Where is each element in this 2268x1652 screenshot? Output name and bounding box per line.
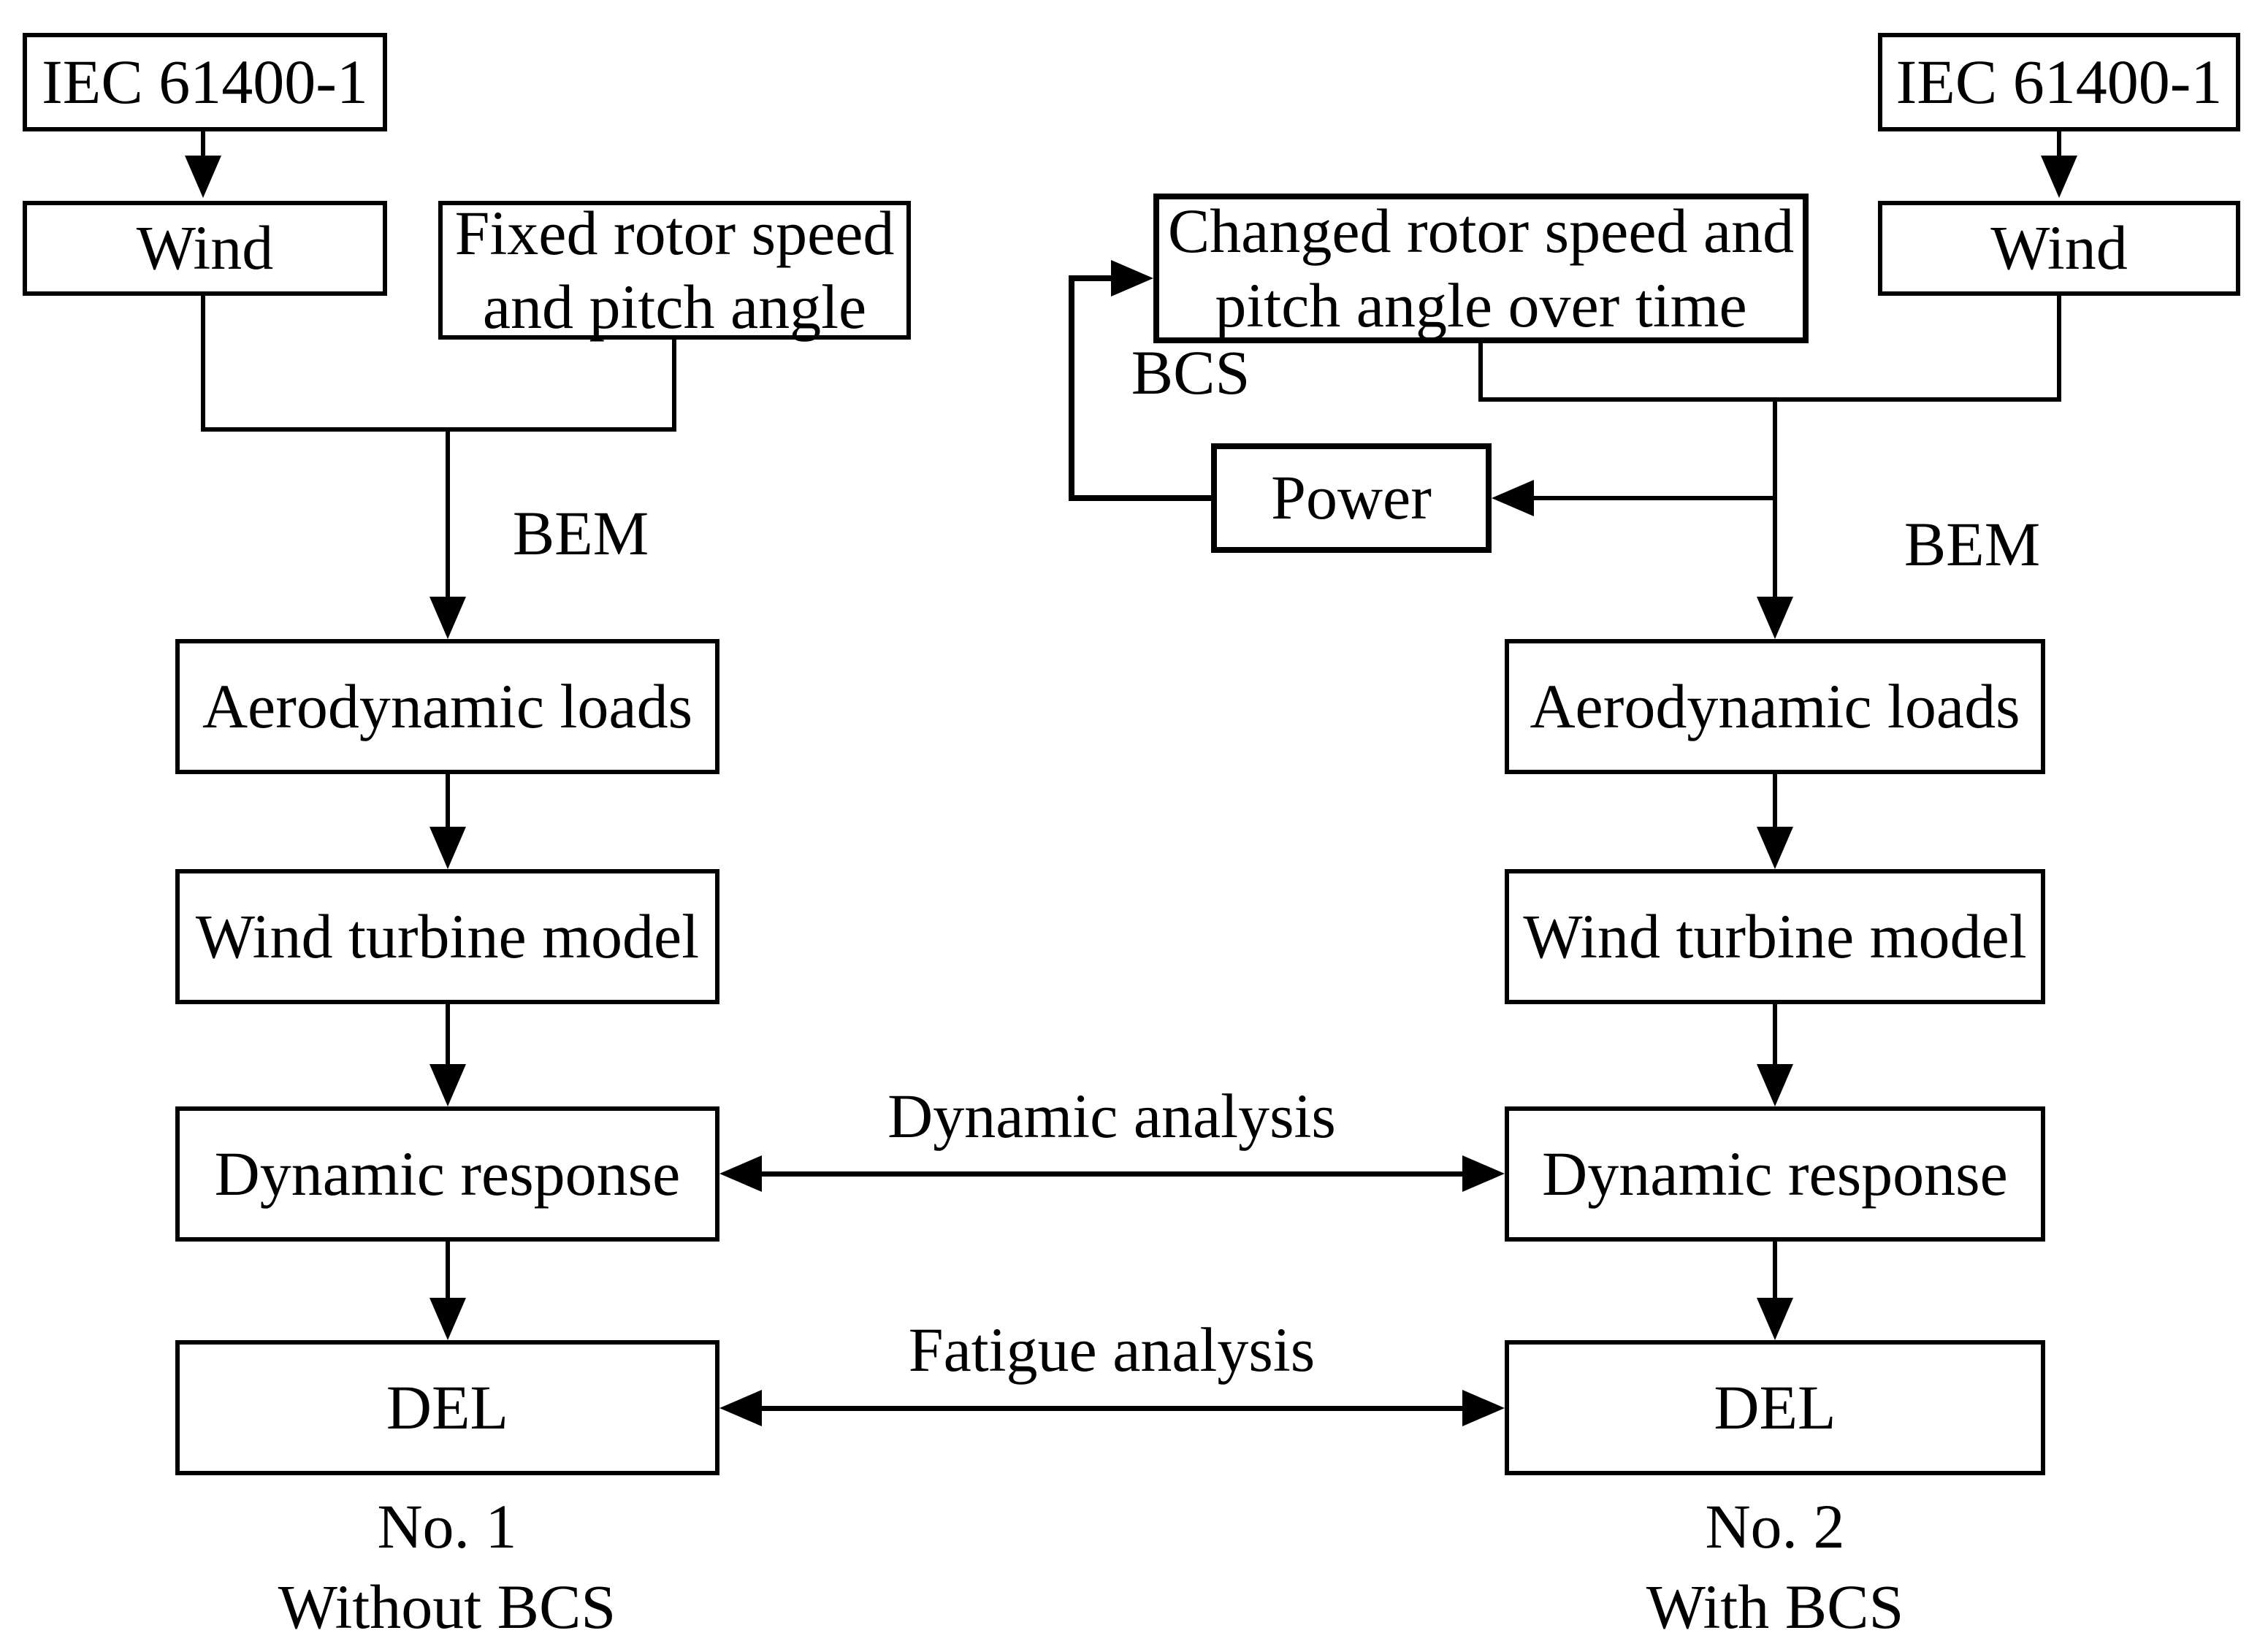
wind-label-2: Wind: [1990, 213, 2128, 283]
connector-branch-power: [1531, 496, 1776, 500]
arrowhead-turbine-dynamic-2: [1757, 1064, 1793, 1106]
arrowhead-aero-turbine-2: [1757, 827, 1793, 869]
bem-label-1: BEM: [512, 498, 649, 568]
connector-aero-turbine-1: [446, 774, 450, 827]
fixed-rotor-label-line1: Fixed rotor speed: [454, 197, 895, 268]
del-label-1: DEL: [386, 1372, 509, 1442]
connector-iec-wind-1: [201, 131, 205, 157]
arrowhead-dynamic-analysis-right: [1462, 1155, 1505, 1192]
fixed-rotor-box: Fixed rotor speed and pitch angle: [438, 198, 911, 342]
aerodynamic-loads-box-1: Aerodynamic loads: [175, 639, 719, 774]
connector-bcs-feedback-top: [1069, 275, 1114, 281]
power-box: Power: [1211, 443, 1492, 553]
del-label-2: DEL: [1714, 1372, 1836, 1442]
del-box-1: DEL: [175, 1340, 719, 1475]
arrowhead-dynamic-del-1: [429, 1298, 466, 1340]
connector-bcs-feedback-up: [1069, 275, 1074, 500]
changed-rotor-box: Changed rotor speed and pitch angle over…: [1153, 194, 1809, 343]
arrowhead-bem-2: [1757, 597, 1793, 639]
arrowhead-turbine-dynamic-1: [429, 1064, 466, 1106]
aerodynamic-loads-label-1: Aerodynamic loads: [202, 670, 693, 741]
connector-turbine-dynamic-2: [1773, 1004, 1777, 1064]
connector-merge-horizontal-1: [201, 427, 676, 432]
case2-number-label: No. 2: [1705, 1491, 1845, 1561]
aerodynamic-loads-label-2: Aerodynamic loads: [1530, 670, 2020, 741]
aerodynamic-loads-box-2: Aerodynamic loads: [1505, 639, 2045, 774]
arrowhead-fatigue-analysis-right: [1462, 1390, 1505, 1426]
power-label: Power: [1271, 462, 1432, 533]
connector-dynamic-analysis: [760, 1171, 1465, 1177]
fatigue-analysis-label: Fatigue analysis: [908, 1315, 1316, 1385]
connector-bem-1: [446, 427, 450, 597]
wind-turbine-model-box-2: Wind turbine model: [1505, 869, 2045, 1004]
iec-standard-label-1: IEC 61400-1: [42, 46, 368, 117]
dynamic-response-label-1: Dynamic response: [214, 1138, 681, 1209]
wind-box-2: Wind: [1878, 201, 2240, 296]
iec-standard-box-1: IEC 61400-1: [23, 33, 387, 131]
arrowhead-fatigue-analysis-left: [719, 1390, 762, 1426]
dynamic-response-box-2: Dynamic response: [1505, 1106, 2045, 1242]
connector-changed-merge-2: [1478, 343, 1483, 402]
wind-turbine-model-box-1: Wind turbine model: [175, 869, 719, 1004]
changed-rotor-label-line2: pitch angle over time: [1215, 269, 1747, 340]
case1-number-label: No. 1: [377, 1491, 517, 1561]
dynamic-response-box-1: Dynamic response: [175, 1106, 719, 1242]
connector-fixed-merge-1: [672, 340, 676, 432]
iec-standard-box-2: IEC 61400-1: [1878, 33, 2240, 131]
arrowhead-aero-turbine-1: [429, 827, 466, 869]
arrowhead-bcs-changed: [1111, 260, 1153, 297]
arrowhead-dynamic-analysis-left: [719, 1155, 762, 1192]
bcs-label: BCS: [1131, 337, 1251, 408]
connector-aero-turbine-2: [1773, 774, 1777, 827]
connector-turbine-dynamic-1: [446, 1004, 450, 1064]
iec-standard-label-2: IEC 61400-1: [1895, 46, 2223, 117]
wind-box-1: Wind: [23, 201, 387, 296]
arrowhead-dynamic-del-2: [1757, 1298, 1793, 1340]
connector-fatigue-analysis: [760, 1406, 1465, 1411]
case1-bcs-label: Without BCS: [278, 1572, 616, 1642]
bem-label-2: BEM: [1904, 509, 2041, 579]
changed-rotor-label-line1: Changed rotor speed and: [1167, 196, 1795, 267]
connector-iec-wind-2: [2057, 131, 2061, 157]
connector-wind-merge-1: [201, 296, 205, 432]
arrowhead-bem-1: [429, 597, 466, 639]
arrowhead-iec-wind-2: [2041, 156, 2077, 198]
connector-wind-merge-2: [2057, 296, 2061, 402]
dynamic-analysis-label: Dynamic analysis: [887, 1081, 1336, 1151]
fixed-rotor-label-line2: and pitch angle: [482, 272, 867, 342]
case2-bcs-label: With BCS: [1646, 1572, 1904, 1642]
wind-label-1: Wind: [136, 213, 274, 283]
connector-dynamic-del-1: [446, 1242, 450, 1298]
arrowhead-iec-wind-1: [185, 156, 221, 198]
wind-turbine-model-label-1: Wind turbine model: [195, 900, 700, 971]
del-box-2: DEL: [1505, 1340, 2045, 1475]
arrowhead-branch-power: [1492, 480, 1534, 516]
connector-dynamic-del-2: [1773, 1242, 1777, 1298]
dynamic-response-label-2: Dynamic response: [1542, 1138, 2008, 1209]
wind-turbine-model-label-2: Wind turbine model: [1523, 900, 2027, 971]
connector-power-bcs: [1069, 495, 1211, 501]
connector-merge-horizontal-2: [1478, 397, 2061, 402]
